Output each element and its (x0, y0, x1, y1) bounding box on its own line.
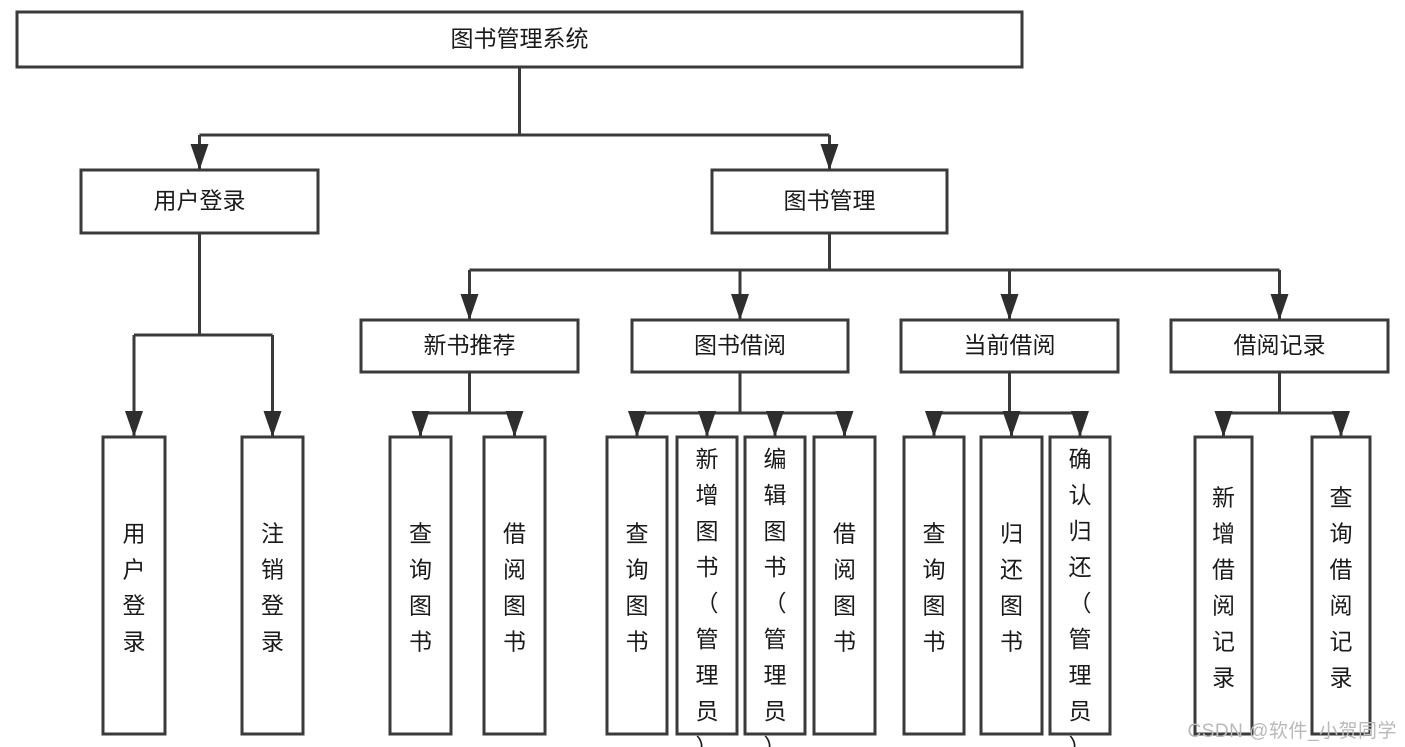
node-leaf-12[interactable]: 查询借阅记录 (1310, 435, 1372, 736)
node-label: 用户登录 (123, 521, 146, 655)
node-leaf-6[interactable]: 编辑图书（管理员） (743, 435, 807, 747)
node-label: 图书管理 (784, 188, 876, 214)
node-level3-1[interactable]: 图书借阅 (630, 318, 850, 374)
node-label: 确认归还（管理员） (1069, 446, 1092, 747)
node-leaf-2[interactable]: 查询图书 (388, 435, 453, 736)
node-label: 归还图书 (1000, 521, 1023, 655)
node-level3-0[interactable]: 新书推荐 (359, 318, 580, 374)
arrow-head-icon (460, 294, 479, 320)
node-leaf-8[interactable]: 查询图书 (902, 435, 966, 736)
node-label: 图书借阅 (694, 332, 786, 358)
node-leaf-7[interactable]: 借阅图书 (812, 435, 877, 736)
arrow-head-icon (505, 411, 524, 437)
node-leaf-1[interactable]: 注销登录 (240, 435, 305, 736)
node-label: 新书推荐 (424, 332, 516, 358)
arrow-head-icon (411, 411, 430, 437)
node-label: 新增图书（管理员） (696, 446, 719, 747)
arrow-head-icon (1002, 411, 1021, 437)
node-label: 借阅图书 (503, 521, 526, 655)
node-label: 新增借阅记录 (1212, 485, 1235, 691)
arrow-head-icon (731, 294, 749, 320)
node-root-图书管理系统[interactable]: 图书管理系统 (15, 10, 1024, 69)
node-leaf-11[interactable]: 新增借阅记录 (1193, 435, 1254, 736)
node-label: 查询图书 (923, 521, 946, 655)
box-layer: 图书管理系统用户登录图书管理新书推荐图书借阅当前借阅借阅记录用户登录注销登录查询… (15, 10, 1390, 747)
node-level2-0[interactable]: 用户登录 (79, 168, 320, 235)
node-leaf-0[interactable]: 用户登录 (101, 435, 167, 736)
node-label: 图书管理系统 (451, 26, 589, 52)
node-leaf-10[interactable]: 确认归还（管理员） (1048, 435, 1112, 747)
arrow-head-icon (263, 411, 282, 437)
arrow-head-icon (628, 411, 646, 437)
arrow-head-icon (1071, 411, 1089, 437)
node-leaf-9[interactable]: 归还图书 (979, 435, 1044, 736)
connector-layer (125, 67, 1350, 437)
node-level2-1[interactable]: 图书管理 (710, 168, 949, 235)
arrow-head-icon (1214, 411, 1233, 437)
arrow-head-icon (190, 144, 209, 170)
node-leaf-5[interactable]: 新增图书（管理员） (675, 435, 739, 747)
node-label: 注销登录 (261, 521, 284, 655)
node-label: 查询借阅记录 (1330, 485, 1353, 691)
node-label: 查询图书 (626, 521, 649, 655)
node-leaf-4[interactable]: 查询图书 (605, 435, 669, 736)
node-label: 编辑图书（管理员） (764, 446, 787, 747)
arrow-head-icon (820, 144, 839, 170)
node-level3-2[interactable]: 当前借阅 (899, 318, 1120, 374)
arrow-head-icon (1000, 294, 1019, 320)
arrow-head-icon (1270, 294, 1289, 320)
arrow-head-icon (925, 411, 943, 437)
node-label: 查询图书 (409, 521, 432, 655)
node-label: 借阅记录 (1234, 332, 1326, 358)
node-label: 当前借阅 (964, 332, 1056, 358)
watermark-label: CSDN @软件_小贺同学 (1187, 721, 1397, 742)
arrow-head-icon (766, 411, 784, 437)
arrow-head-icon (698, 411, 716, 437)
arrow-head-icon (125, 411, 143, 437)
arrow-head-icon (835, 411, 854, 437)
node-level3-3[interactable]: 借阅记录 (1169, 318, 1390, 374)
arrow-head-icon (1332, 411, 1350, 437)
node-label: 用户登录 (154, 188, 246, 214)
node-label: 借阅图书 (833, 521, 856, 655)
node-leaf-3[interactable]: 借阅图书 (482, 435, 547, 736)
